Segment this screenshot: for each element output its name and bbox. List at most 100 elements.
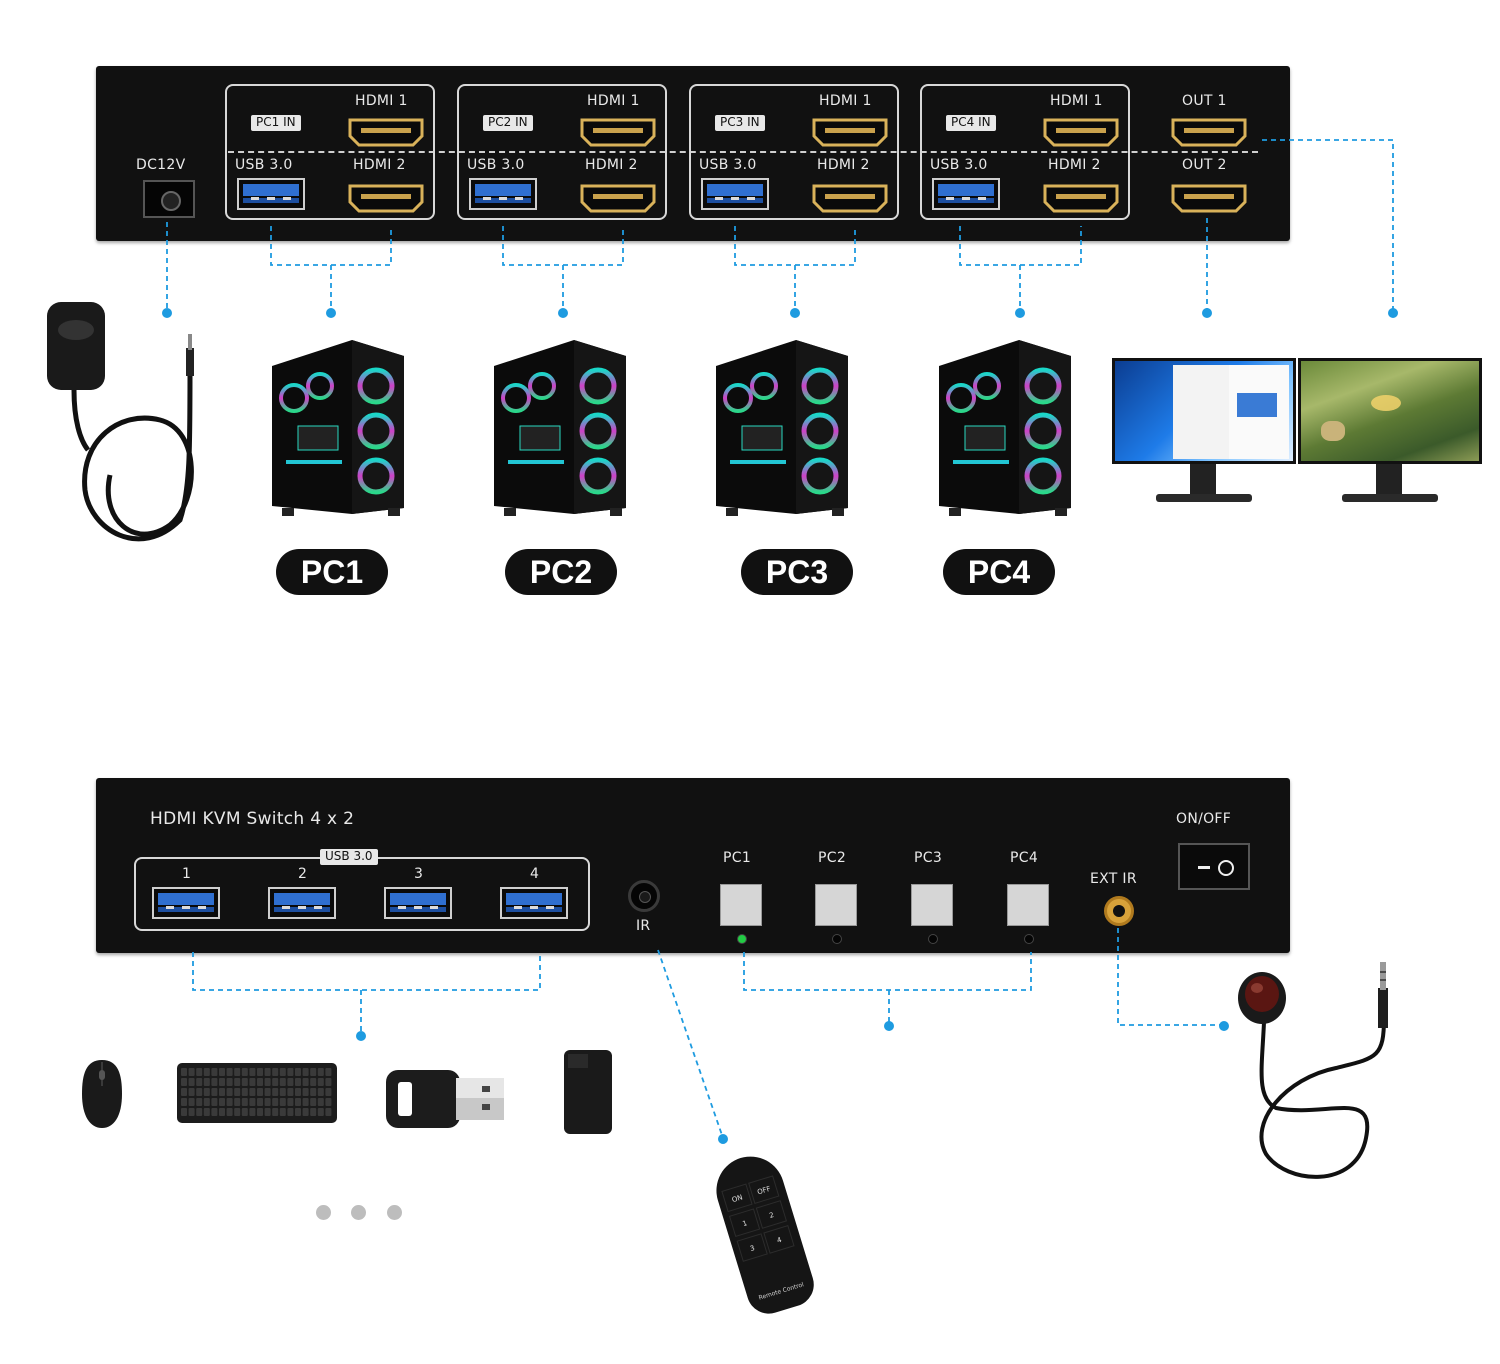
- pc4-select-button[interactable]: [1007, 884, 1049, 926]
- front-usb-port-number: 4: [530, 866, 540, 882]
- front-usb-port-3[interactable]: [384, 887, 452, 924]
- hdmi-port-icon: [1171, 184, 1247, 213]
- remote-key-2[interactable]: 2: [755, 1200, 788, 1229]
- remote-brand-label: Remote Control: [757, 1281, 805, 1302]
- pc3-hdmi1-port[interactable]: [811, 116, 889, 153]
- monitor-1: [1112, 358, 1296, 508]
- dc-power-jack[interactable]: [143, 180, 195, 218]
- pc3-select-button[interactable]: [911, 884, 953, 926]
- pc2-in-tag: PC2 IN: [483, 115, 533, 131]
- pc2-label-pill: PC2: [505, 549, 617, 595]
- front-usb-port-1[interactable]: [152, 887, 220, 924]
- ir-receiver: [628, 880, 660, 912]
- ext-ir-jack[interactable]: [1104, 896, 1134, 926]
- product-title: HDMI KVM Switch 4 x 2: [150, 809, 355, 829]
- pc3-in-tag: PC3 IN: [715, 115, 765, 131]
- out2-hdmi-port[interactable]: [1170, 182, 1248, 219]
- front-usb-port-2[interactable]: [268, 887, 336, 924]
- pc4-hdmi1-port[interactable]: [1042, 116, 1120, 153]
- usb-port-icon: [384, 887, 452, 919]
- pc1-in-tag: PC1 IN: [251, 115, 301, 131]
- front-button-label: PC3: [914, 850, 943, 866]
- pc2-status-led: [832, 934, 842, 944]
- front-button-label: PC4: [1010, 850, 1039, 866]
- pc4-in-tag: PC4 IN: [946, 115, 996, 131]
- hdmi-port-icon: [348, 118, 424, 147]
- usb-port-icon: [701, 178, 769, 210]
- remote-key-1[interactable]: 1: [728, 1208, 761, 1238]
- pc3-hdmi2-label: HDMI 2: [817, 157, 870, 173]
- hdmi-port-icon: [580, 118, 656, 147]
- front-button-label: PC1: [723, 850, 752, 866]
- out1-hdmi-port[interactable]: [1170, 116, 1248, 153]
- pc1-status-led: [737, 934, 747, 944]
- front-usb-port-4[interactable]: [500, 887, 568, 924]
- monitor-2: [1298, 358, 1482, 508]
- usb-flash-drive-icon: [386, 1070, 504, 1128]
- remote-key-3[interactable]: 3: [736, 1233, 768, 1262]
- pc4-hdmi1-label: HDMI 1: [1050, 93, 1103, 109]
- pc2-select-button[interactable]: [815, 884, 857, 926]
- pc2-input-group: [457, 84, 667, 220]
- remote-key-off[interactable]: OFF: [748, 1175, 780, 1204]
- front-usb-tag: USB 3.0: [320, 849, 378, 865]
- usb-port-icon: [469, 178, 537, 210]
- pc1-label-pill: PC1: [276, 549, 388, 595]
- hdmi-port-icon: [1043, 118, 1119, 147]
- rear-panel-divider: [228, 151, 1258, 153]
- windows-desktop-screen: [1115, 361, 1293, 461]
- remote-key-4[interactable]: 4: [763, 1225, 795, 1254]
- pc4-usb-port[interactable]: [932, 178, 1000, 215]
- pc4-hdmi2-label: HDMI 2: [1048, 157, 1101, 173]
- pc4-usb-label: USB 3.0: [930, 157, 988, 173]
- out2-label: OUT 2: [1182, 157, 1227, 173]
- front-usb-port-number: 1: [182, 866, 192, 882]
- pc1-select-button[interactable]: [720, 884, 762, 926]
- pc3-hdmi1-label: HDMI 1: [819, 93, 872, 109]
- pc1-usb-port[interactable]: [237, 178, 305, 215]
- pc-tower-icon: [939, 340, 1071, 516]
- power-switch[interactable]: [1178, 843, 1250, 890]
- front-panel: [96, 778, 1290, 953]
- game-screen: [1301, 361, 1479, 461]
- pc1-hdmi2-port[interactable]: [347, 182, 425, 219]
- hdmi-port-icon: [1043, 184, 1119, 213]
- pc1-hdmi1-label: HDMI 1: [355, 93, 408, 109]
- pc3-usb-label: USB 3.0: [699, 157, 757, 173]
- remote-key-on[interactable]: ON: [721, 1183, 753, 1213]
- usb-port-icon: [237, 178, 305, 210]
- pc3-input-group: [689, 84, 899, 220]
- more-devices-dots: [316, 1205, 402, 1225]
- out1-label: OUT 1: [1182, 93, 1227, 109]
- power-adapter-icon: [47, 302, 194, 542]
- pc1-usb-label: USB 3.0: [235, 157, 293, 173]
- usb-port-icon: [932, 178, 1000, 210]
- ir-label: IR: [636, 918, 651, 934]
- hdmi-port-icon: [1171, 118, 1247, 147]
- usb-port-icon: [152, 887, 220, 919]
- pc-tower-icon: [716, 340, 848, 516]
- pc2-hdmi1-port[interactable]: [579, 116, 657, 153]
- pc3-usb-port[interactable]: [701, 178, 769, 215]
- ext-ir-label: EXT IR: [1090, 871, 1137, 887]
- pc4-status-led: [1024, 934, 1034, 944]
- pc2-hdmi2-port[interactable]: [579, 182, 657, 219]
- pc-tower-icon: [494, 340, 626, 516]
- pc1-hdmi1-port[interactable]: [347, 116, 425, 153]
- usb-port-icon: [500, 887, 568, 919]
- pc3-status-led: [928, 934, 938, 944]
- hdmi-port-icon: [812, 118, 888, 147]
- usb-port-icon: [268, 887, 336, 919]
- pc1-hdmi2-label: HDMI 2: [353, 157, 406, 173]
- keyboard-icon: [177, 1063, 337, 1123]
- pc4-input-group: [920, 84, 1130, 220]
- front-usb-port-number: 3: [414, 866, 424, 882]
- pc3-hdmi2-port[interactable]: [811, 182, 889, 219]
- pc4-label-pill: PC4: [943, 549, 1055, 595]
- pc2-hdmi2-label: HDMI 2: [585, 157, 638, 173]
- mouse-icon: [82, 1060, 122, 1128]
- front-usb-port-number: 2: [298, 866, 308, 882]
- pc2-usb-port[interactable]: [469, 178, 537, 215]
- pc4-hdmi2-port[interactable]: [1042, 182, 1120, 219]
- pc-tower-icon: [272, 340, 404, 516]
